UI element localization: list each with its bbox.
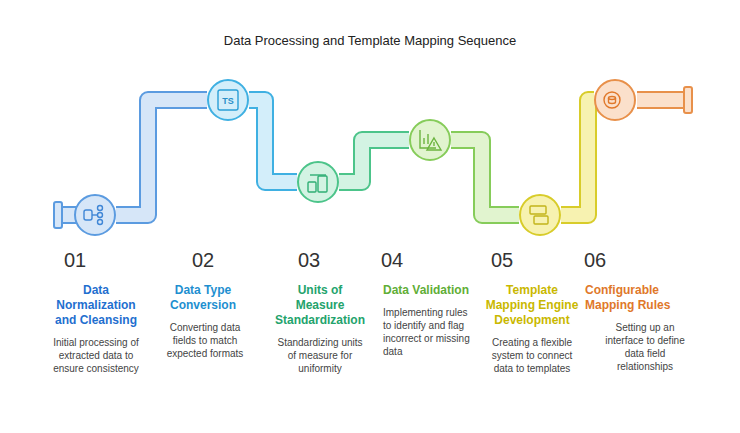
pipe-outline: [116, 100, 207, 215]
step-heading: Configurable Mapping Rules: [585, 283, 685, 313]
step-valve: 04Data ValidationImplementing rules to i…: [409, 119, 451, 161]
pipe-body: [451, 140, 519, 215]
step-description: Initial processing of extracted data to …: [47, 336, 145, 375]
pipe-connector: [451, 140, 519, 215]
pipe-body: [561, 100, 594, 215]
pipe-connector: [339, 140, 409, 182]
pipe-connector: [561, 100, 594, 215]
step-number: 05: [491, 249, 513, 271]
step-valve: 01Data Normalization and CleansingInitia…: [74, 194, 116, 236]
diagram-title: Data Processing and Template Mapping Seq…: [0, 33, 740, 48]
pipe-outline: [249, 100, 297, 182]
step-description: Converting data fields to match expected…: [162, 321, 248, 360]
pipe-body: [249, 100, 297, 182]
step-heading: Data Type Conversion: [160, 283, 246, 313]
pipe-connector: [116, 100, 207, 215]
icon-text: TS: [218, 96, 238, 106]
pipe-outline: [451, 140, 519, 215]
step-valve: 03Units of Measure StandardizationStanda…: [297, 161, 339, 203]
step-number: 06: [584, 249, 606, 271]
pipe-body: [339, 140, 409, 182]
step-heading: Data Normalization and Cleansing: [47, 283, 145, 328]
step-valve: 05Template Mapping Engine DevelopmentCre…: [519, 194, 561, 236]
step-description: Creating a flexible system to connect da…: [488, 336, 576, 375]
step-heading: Template Mapping Engine Development: [484, 283, 580, 328]
step-description: Implementing rules to identify and flag …: [383, 306, 477, 358]
step-number: 02: [192, 249, 214, 271]
step-valve: 06Configurable Mapping RulesSetting up a…: [594, 79, 636, 121]
step-heading: Data Validation: [383, 283, 488, 298]
step-number: 03: [298, 249, 320, 271]
pipe-outline: [339, 140, 409, 182]
pipe-connector: [249, 100, 297, 182]
step-description: Setting up an interface to define data f…: [601, 321, 689, 373]
step-number: 01: [64, 249, 86, 271]
step-heading: Units of Measure Standardization: [273, 283, 367, 328]
step-number: 04: [381, 249, 403, 271]
step-description: Standardizing units of measure for unifo…: [273, 336, 367, 375]
pipe-outline: [561, 100, 594, 215]
pipe-body: [116, 100, 207, 215]
